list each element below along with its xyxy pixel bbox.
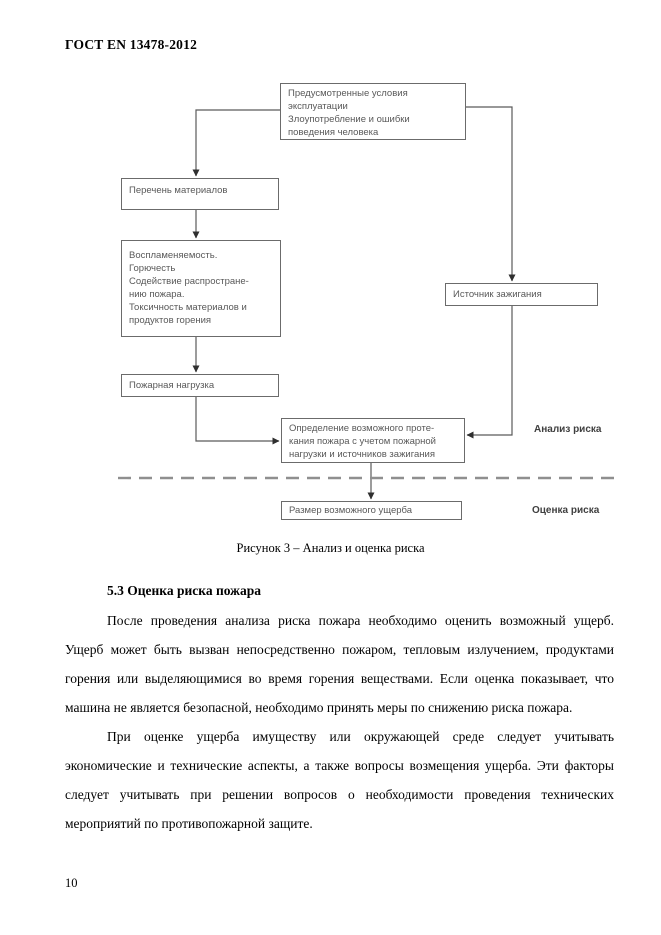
body-text-block: 5.3 Оценка риска пожара После проведения… — [65, 583, 614, 838]
document-header: ГОСТ EN 13478-2012 — [65, 37, 198, 52]
connector-ignition-to-determination-arrow — [466, 306, 513, 439]
page-number: 10 — [65, 876, 78, 890]
paragraph: После проведения анализа риска пожара не… — [65, 613, 614, 715]
connector-fireload-to-determination-arrow — [195, 397, 280, 445]
flowchart-box-materials-list: Перечень материалов — [121, 178, 279, 210]
figure-caption: Рисунок 3 – Анализ и оценка риска — [236, 541, 425, 555]
connector-conditions-to-materials-arrow — [192, 109, 281, 177]
flowchart-box-possible-damage: Размер возможного ущерба — [281, 501, 462, 520]
flowchart-box-conditions: Предусмотренные условия эксплуатации Зло… — [280, 83, 466, 140]
paragraph: При оценке ущерба имуществу или окружающ… — [65, 729, 614, 831]
risk-analysis-label: Анализ риска — [534, 424, 602, 435]
risk-evaluation-label: Оценка риска — [532, 505, 600, 516]
flowchart-box-ignition-source: Источник зажигания — [445, 283, 598, 306]
flowchart-box-fire-load: Пожарная нагрузка — [121, 374, 279, 397]
flowchart-box-fire-course-determination: Определение возможного проте- кания пожа… — [281, 418, 465, 463]
flowchart-box-flammability: Воспламеняемость. Горючесть Содействие р… — [121, 240, 281, 337]
section-heading: 5.3 Оценка риска пожара — [107, 583, 261, 598]
connector-conditions-to-ignition-arrow — [466, 106, 516, 282]
